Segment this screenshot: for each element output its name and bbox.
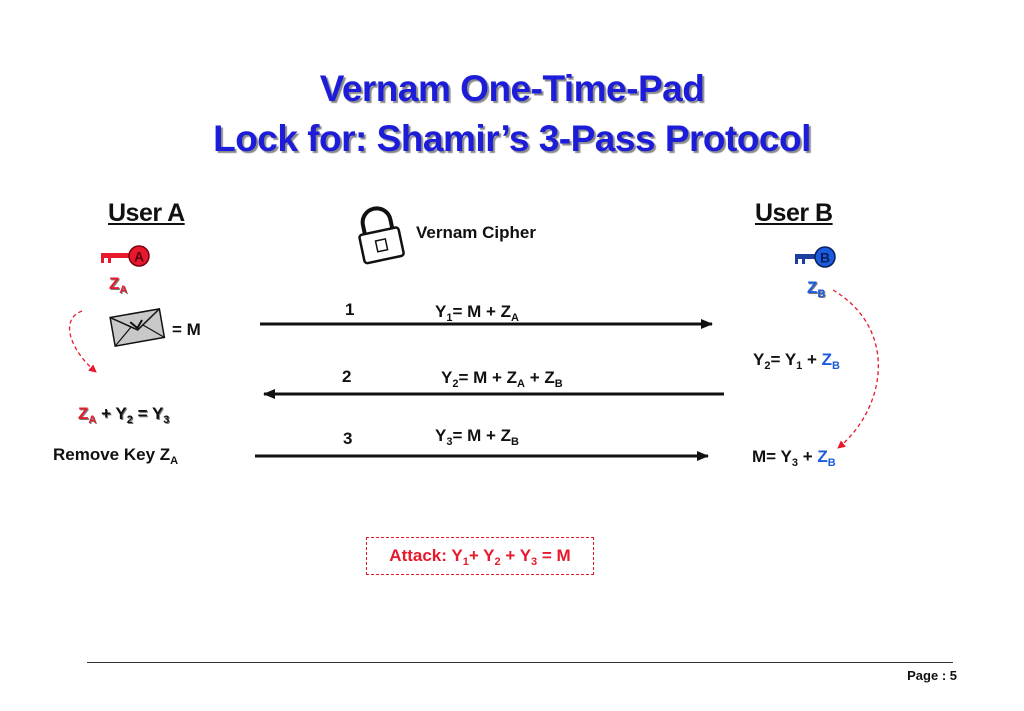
key-a-label: ZA [109, 274, 128, 296]
page-number: Page : 5 [907, 668, 957, 683]
key-b-letter: B [820, 250, 830, 266]
user-a-flow-arrow [68, 310, 97, 373]
pass-3-number: 3 [343, 429, 353, 448]
key-b-label: ZB [807, 278, 826, 300]
lock-label: Vernam Cipher [416, 223, 536, 242]
key-a-icon: A [101, 245, 150, 267]
pass-3-equation: Y3= M + ZB [435, 426, 519, 448]
pass-2-number: 2 [342, 367, 352, 386]
footer-divider [87, 662, 953, 663]
title-line-1: Vernam One-Time-Pad [319, 68, 705, 109]
user-b-step2-equation: Y2= Y1 + ZB [753, 350, 840, 372]
remove-key-label: Remove Key ZA [53, 445, 179, 467]
pass-1-number: 1 [345, 300, 355, 319]
attack-equation: Attack: Y1+ Y2 + Y3 = M [389, 546, 571, 568]
user-a-heading: User A [108, 199, 185, 227]
pass-2-equation: Y2= M + ZA + ZB [441, 368, 563, 390]
message-equals-label: = M [172, 320, 201, 339]
pass-1-equation: Y1= M + ZA [435, 302, 519, 324]
title-line-2: Lock for: Shamir’s 3-Pass Protocol [213, 118, 811, 159]
padlock-icon [358, 206, 405, 265]
key-b-icon: B [795, 246, 836, 268]
envelope-icon [109, 307, 166, 347]
user-b-final-equation: M= Y3 + ZB [752, 447, 836, 469]
attack-box: Attack: Y1+ Y2 + Y3 = M [366, 537, 594, 575]
user-b-flow-arrow [832, 289, 879, 449]
user-a-combine-equation: ZA + Y2 = Y3 [78, 404, 170, 426]
user-b-heading: User B [755, 199, 833, 227]
key-a-letter: A [134, 249, 144, 265]
